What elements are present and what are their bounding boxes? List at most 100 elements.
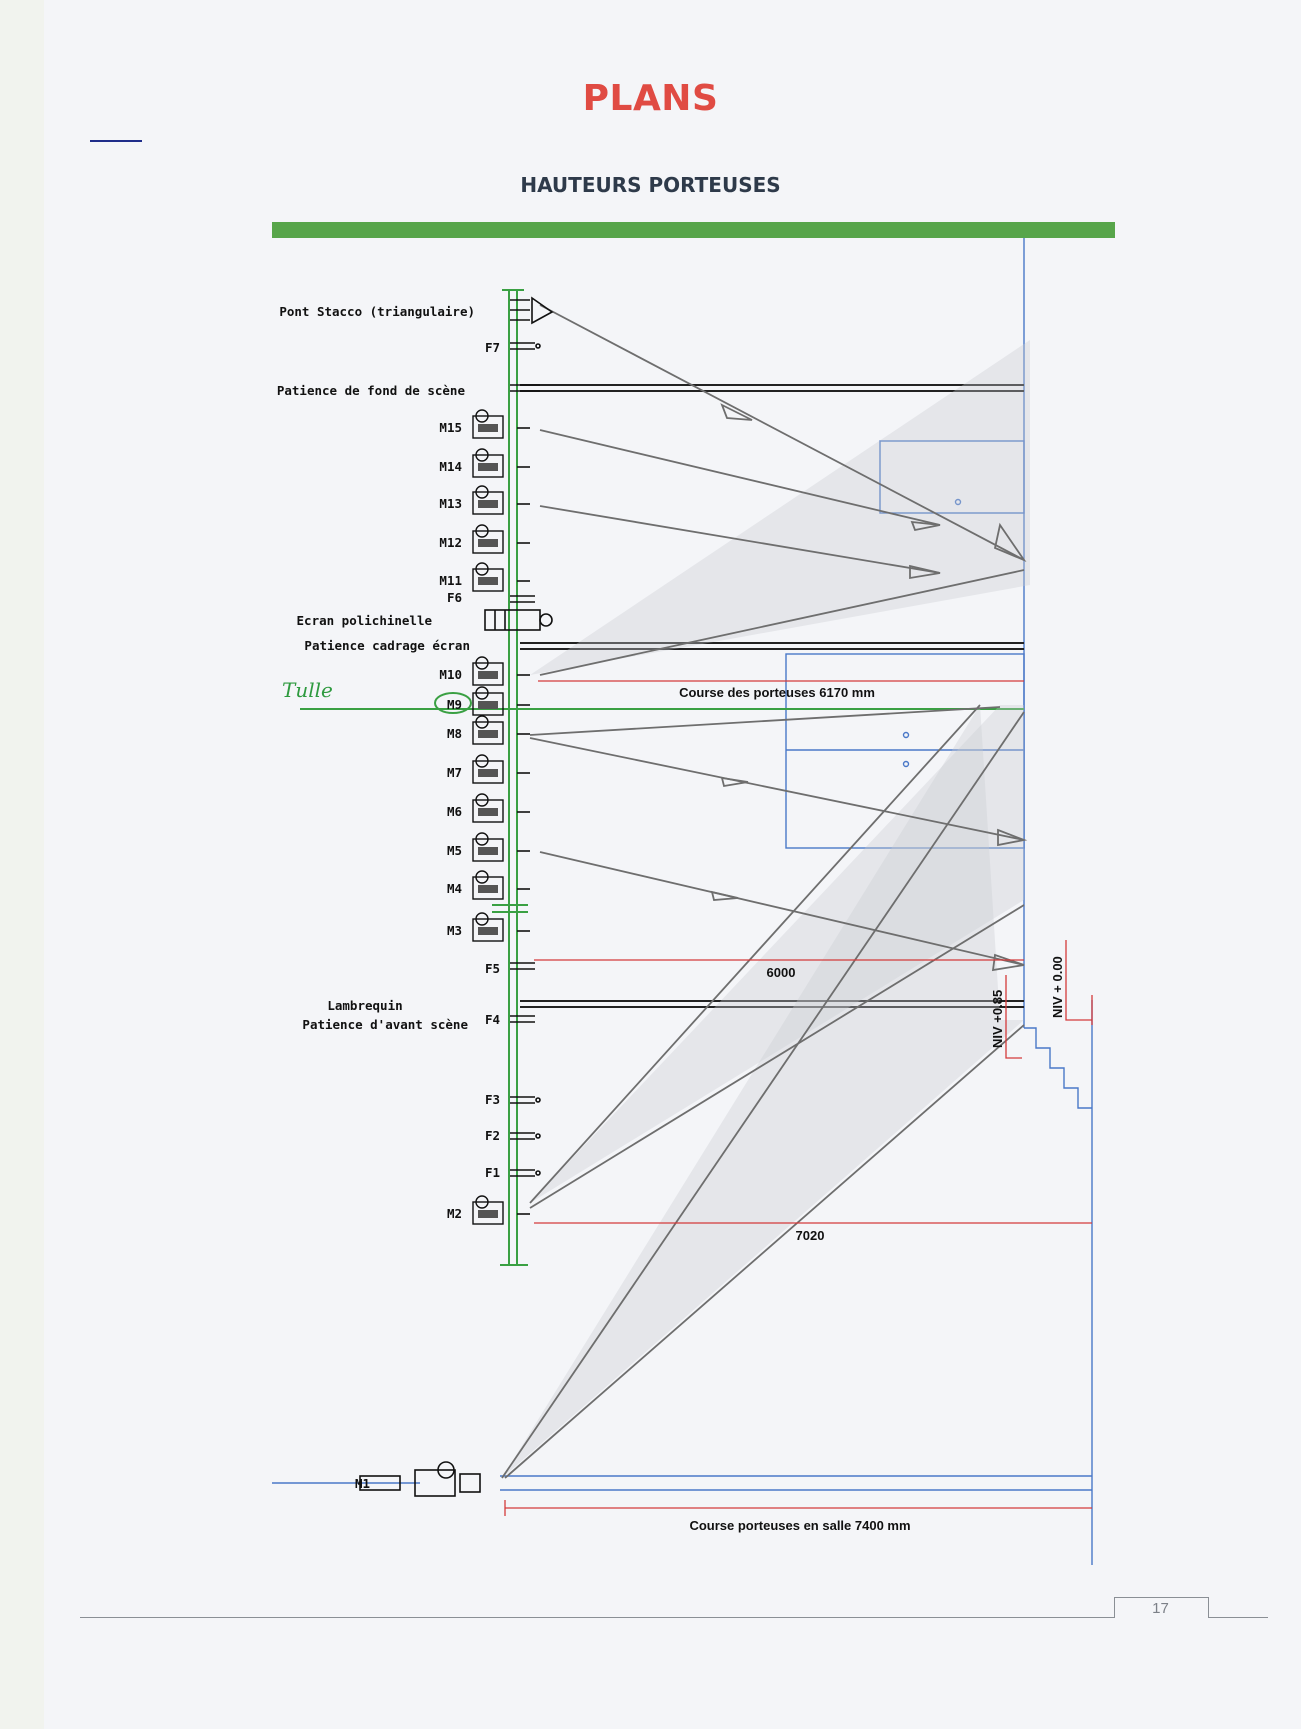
m1-machine — [359, 1461, 481, 1497]
motor-glyph — [472, 656, 530, 686]
arrow-head — [993, 522, 1027, 562]
f4-hardware — [510, 1015, 535, 1023]
label-patience-fond: Patience de fond de scène — [277, 383, 466, 398]
page-title: PLANS — [582, 78, 719, 119]
m12-arrow-line — [539, 505, 941, 574]
label-f1: F1 — [485, 1165, 500, 1180]
arrow-head — [720, 776, 749, 788]
label-f3: F3 — [485, 1092, 500, 1107]
m2-arrow-line-a — [529, 704, 981, 1204]
pen-mark — [90, 140, 142, 142]
m9-circle-mark — [434, 692, 472, 714]
auditorium-sweep-zone — [502, 705, 1024, 1478]
label-f6: F6 — [447, 590, 462, 605]
label-m15: M15 — [439, 420, 462, 435]
pont-triangle-truss — [510, 296, 554, 325]
motor-glyph — [472, 754, 530, 784]
label-m12: M12 — [439, 535, 462, 550]
m10-arrow-line — [539, 569, 1025, 676]
m5-arrow-line — [539, 851, 1025, 966]
page-number: 17 — [1152, 1600, 1169, 1617]
m2-arrow-line-b — [529, 904, 1025, 1209]
label-m4: M4 — [447, 881, 462, 896]
f1-hardware — [510, 1169, 541, 1177]
label-patience-avant: Patience d'avant scène — [302, 1017, 468, 1032]
motor-glyph — [472, 562, 530, 592]
handwritten-tulle-note: Tulle — [282, 678, 333, 702]
label-pont-stacco: Pont Stacco (triangulaire) — [279, 304, 475, 319]
label-m3: M3 — [447, 923, 462, 938]
label-m14: M14 — [439, 459, 462, 474]
motor-glyph — [472, 409, 530, 439]
label-m7: M7 — [447, 765, 462, 780]
dim-label-niv-085: NIV +0.85 — [990, 990, 1005, 1048]
arrow-head — [910, 520, 941, 532]
motor-glyph — [472, 793, 530, 823]
batten-labels: Pont Stacco (triangulaire) F7 Patience d… — [277, 304, 500, 1491]
stage-steps — [1024, 1027, 1092, 1109]
pencil-arrows — [501, 304, 1028, 1479]
label-m6: M6 — [447, 804, 462, 819]
f7-hardware — [510, 342, 541, 350]
dim-label-6170: Course des porteuses 6170 mm — [679, 685, 875, 700]
footer-rule — [80, 1617, 1114, 1618]
dimension-lines — [504, 680, 1093, 1516]
dim-label-niv-000: NIV + 0.00 — [1050, 956, 1065, 1018]
motor-glyph — [472, 832, 530, 862]
motor-glyph — [472, 448, 530, 478]
dim-label-7020: 7020 — [796, 1228, 825, 1243]
label-m10: M10 — [439, 667, 462, 682]
label-m5: M5 — [447, 843, 462, 858]
m8-arrow-line-a — [529, 706, 1001, 736]
set-box-upper — [879, 440, 1025, 514]
label-f7: F7 — [485, 340, 500, 355]
f3-hardware — [510, 1096, 541, 1104]
label-patience-cadrage: Patience cadrage écran — [304, 638, 470, 653]
motor-glyph — [472, 912, 530, 942]
f6-hardware — [510, 595, 535, 603]
arrow-head — [909, 564, 941, 580]
m14-arrow-line — [539, 429, 941, 526]
f2-hardware — [510, 1132, 541, 1140]
motor-glyph — [472, 485, 530, 515]
page-number-tab — [1114, 1597, 1209, 1618]
pont-arrow-line — [539, 304, 1025, 561]
marker-dot — [902, 731, 910, 739]
label-m13: M13 — [439, 496, 462, 511]
label-m8: M8 — [447, 726, 462, 741]
patience-fond-hardware — [510, 384, 540, 392]
pencil-sweep-zones — [502, 340, 1030, 1478]
arrow-head — [997, 828, 1028, 847]
page-subtitle: HAUTEURS PORTEUSES — [520, 173, 781, 197]
motor-glyphs — [472, 409, 530, 1225]
page-margin-strip — [0, 0, 44, 1729]
arrow-head — [720, 403, 753, 421]
label-m1: M1 — [355, 1476, 370, 1491]
label-f4: F4 — [485, 1012, 500, 1027]
marker-dot — [954, 498, 962, 506]
label-f2: F2 — [485, 1128, 500, 1143]
label-lambrequin: Lambrequin — [327, 998, 402, 1013]
motor-glyph — [472, 524, 530, 554]
batten-lines — [520, 384, 1024, 1008]
arrow-head — [710, 890, 739, 901]
motor-glyph — [472, 1195, 530, 1225]
m1-arrow-line-b — [504, 1024, 1025, 1479]
blue-structure — [272, 238, 1093, 1565]
label-f5: F5 — [485, 961, 500, 976]
motor-glyph — [472, 715, 530, 745]
batten-hardware — [359, 296, 554, 1497]
arrow-head — [991, 953, 1025, 972]
m1-arrow-line-a — [501, 711, 1025, 1479]
label-ecran-polichinelle: Ecran polichinelle — [297, 613, 433, 628]
marker-dot — [902, 760, 910, 768]
niv-000-leader — [1065, 940, 1092, 1021]
motor-glyph — [472, 870, 530, 900]
lower-sweep-zone — [530, 705, 1024, 1203]
niv-085-leader — [1005, 975, 1022, 1059]
label-m2: M2 — [447, 1206, 462, 1221]
ecran-roller — [484, 609, 553, 631]
dimension-labels: Course des porteuses 6170 mm 6000 7020 C… — [679, 685, 1065, 1533]
